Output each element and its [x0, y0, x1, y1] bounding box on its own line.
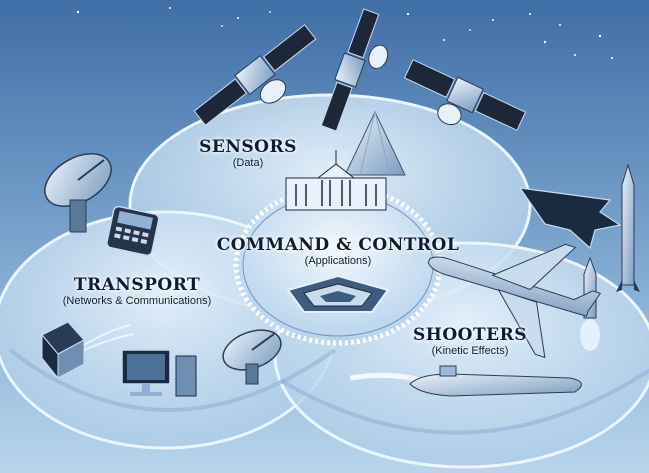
sensors-subtitle: (Data): [232, 157, 264, 169]
stars: [76, 7, 613, 59]
satellite-dish-icon: [222, 329, 282, 385]
phone-icon: [106, 205, 160, 257]
jet-plane-icon: [427, 243, 602, 359]
white-house-icon: [285, 150, 387, 211]
stealth-bomber-icon: [518, 187, 622, 250]
satellite-icon: [403, 59, 527, 131]
command-control-title: COMMAND & CONTROL: [216, 235, 460, 255]
satellite-icon: [320, 8, 389, 132]
satellite-icon: [193, 24, 317, 126]
satellite-dish-icon: [44, 153, 112, 233]
computer-icon: [121, 349, 197, 397]
transport-subtitle: (Networks & Communications): [62, 295, 212, 307]
sensors-label: SENSORS (Data): [199, 137, 297, 169]
cable-connector-icon: [41, 321, 135, 380]
shooters-title: SHOOTERS: [413, 325, 527, 345]
sensors-title: SENSORS: [199, 137, 297, 157]
shooters-subtitle: (Kinetic Effects): [431, 345, 509, 357]
missile-icon: [616, 163, 640, 292]
transport-title: TRANSPORT: [73, 275, 201, 295]
pentagon-icon: [286, 274, 390, 313]
shooters-label: SHOOTERS (Kinetic Effects): [413, 325, 527, 357]
command-control-label: COMMAND & CONTROL (Applications): [217, 235, 460, 267]
transport-label: TRANSPORT (Networks & Communications): [63, 275, 212, 307]
submarine-icon: [349, 365, 582, 397]
command-control-subtitle: (Applications): [304, 255, 372, 267]
radar-dome-icon: [344, 110, 406, 176]
